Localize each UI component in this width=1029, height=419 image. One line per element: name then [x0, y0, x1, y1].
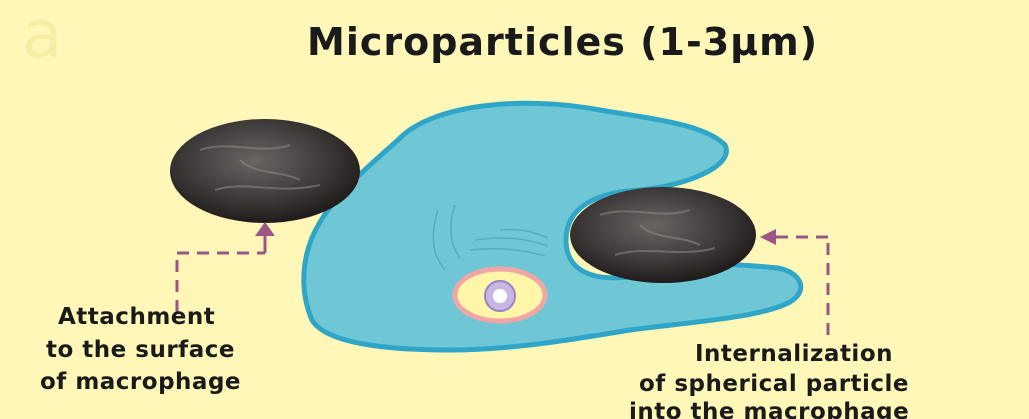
right-label-line-3: into the macrophage [629, 399, 909, 419]
nucleus [455, 269, 545, 321]
figure-title: Microparticles (1-3μm) [307, 20, 818, 64]
microparticle-internalized [570, 187, 756, 283]
left-label-line-3: of macrophage [40, 369, 241, 395]
right-label-line-1: Internalization [695, 341, 893, 367]
attachment-arrow [177, 222, 275, 312]
left-label-line-2: to the surface [46, 337, 235, 363]
microparticle-attached [170, 119, 360, 223]
right-label-line-2: of spherical particle [639, 371, 909, 397]
panel-letter: a [22, 0, 62, 73]
left-label-line-1: Attachment [58, 304, 215, 330]
